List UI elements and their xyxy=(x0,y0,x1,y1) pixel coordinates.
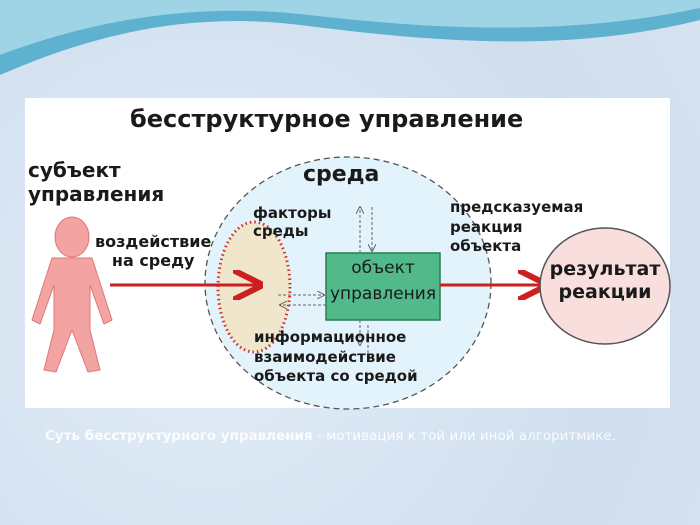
diagram-title: бесструктурное управление xyxy=(130,105,524,133)
subject-label: субъект управления xyxy=(28,158,164,206)
result-label: результат реакции xyxy=(540,258,670,304)
info-label: информационное взаимодействие объекта со… xyxy=(254,328,418,387)
factors-label: факторы среды xyxy=(253,204,332,240)
caption-bold: Суть бесструктурного управления xyxy=(45,428,313,444)
info-line: объекта со средой xyxy=(254,367,418,385)
header-wave xyxy=(0,0,700,75)
caption-rest: - мотивация к той или иной алгоритмике. xyxy=(312,428,617,444)
factors-line: среды xyxy=(253,222,309,240)
prediction-line: реакция xyxy=(450,217,523,236)
environment-label: среда xyxy=(303,162,380,187)
prediction-line: объекта xyxy=(450,237,522,255)
person-icon xyxy=(31,216,113,373)
action-line: воздействие xyxy=(95,232,212,251)
object-box xyxy=(325,252,441,321)
object-line: управления xyxy=(329,284,437,305)
result-ellipse xyxy=(539,227,671,345)
subject-line: управления xyxy=(28,182,165,206)
object-line: объект xyxy=(351,258,415,278)
slide-caption: Суть бесструктурного управления - мотива… xyxy=(45,427,665,445)
action-label: воздействие на среду xyxy=(95,232,211,270)
object-label: объект управления xyxy=(326,258,440,305)
result-line: реакции xyxy=(558,280,652,303)
info-line: информационное xyxy=(254,328,407,346)
subject-line: субъект xyxy=(28,158,121,182)
action-line: на среду xyxy=(111,251,195,271)
factors-line: факторы xyxy=(253,204,332,222)
prediction-label: предсказуемая реакция объекта xyxy=(450,198,583,257)
prediction-line: предсказуемая xyxy=(450,198,584,216)
info-line: взаимодействие xyxy=(254,347,396,366)
result-line: результат xyxy=(549,258,661,280)
